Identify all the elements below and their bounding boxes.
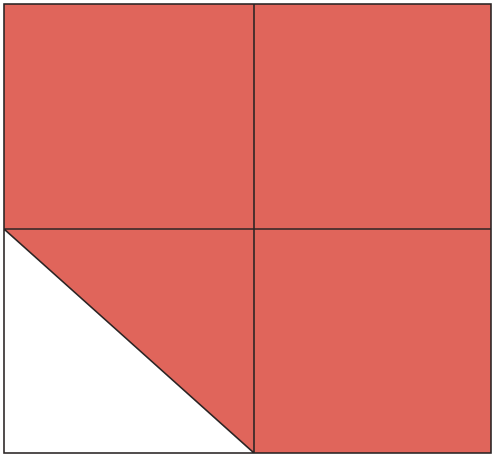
shaded-cell-r1-c1 [254, 229, 491, 453]
outer-square-border [3, 3, 492, 454]
shaded-cell-r0-c0 [4, 4, 254, 229]
diagonal-line [3, 228, 255, 454]
shaded-cell-r0-c1 [254, 4, 491, 229]
